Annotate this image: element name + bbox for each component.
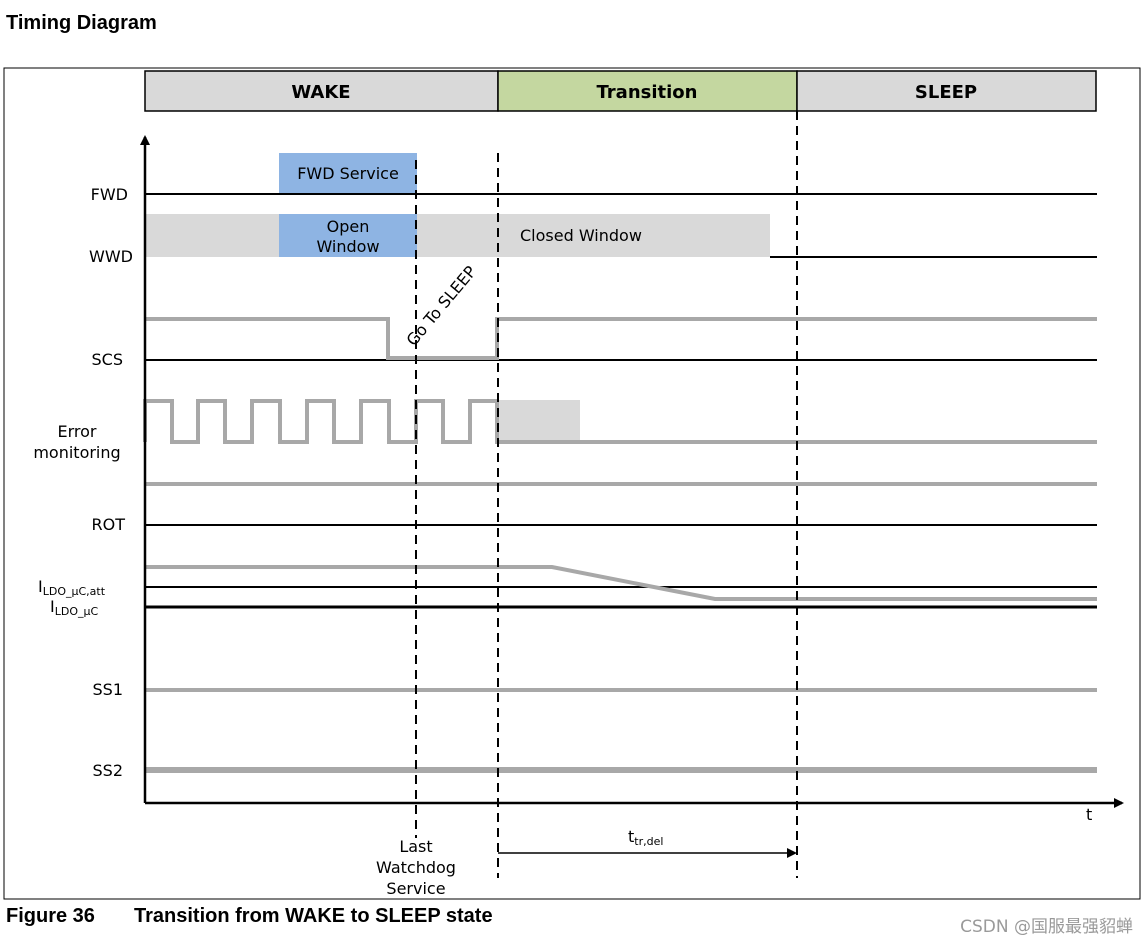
phase-sleep-box [796, 70, 1097, 112]
fwd-label: FWD [91, 185, 128, 204]
error-monitoring-block [498, 400, 580, 442]
last-watchdog-label-line3: Service [386, 879, 445, 898]
last-watchdog-label-line2: Watchdog [376, 858, 456, 877]
fwd-service-box [279, 153, 417, 194]
phase-sleep-label: SLEEP [915, 82, 977, 103]
time-axis-label: t [1086, 805, 1092, 824]
phase-transition-box [497, 70, 798, 112]
phase-transition-label: Transition [597, 82, 698, 103]
error-monitoring-signal [143, 399, 1097, 444]
last-watchdog-label-line1: Last [399, 837, 432, 856]
ss2-label: SS2 [93, 761, 124, 780]
fwd-service-label: FWD Service [297, 164, 399, 183]
figure-caption: Figure 36 Transition from WAKE to SLEEP s… [6, 905, 493, 928]
figure-frame [3, 67, 1141, 900]
wwd-window-band [145, 214, 770, 257]
page-title: Timing Diagram [6, 12, 157, 34]
go-to-sleep-label: Go To SLEEP [403, 262, 481, 350]
figure-number: Figure 36 [6, 905, 95, 927]
ss1-label: SS1 [93, 680, 124, 699]
wwd-label: WWD [89, 247, 133, 266]
t-tr-del-label: ttr,del [628, 827, 663, 848]
open-window-label-line1: Open [327, 217, 370, 236]
ildo-signal [145, 565, 1097, 601]
ildo-att-label: ILDO_µC,att [38, 577, 106, 598]
open-window-box [279, 214, 417, 257]
phase-wake-label: WAKE [291, 82, 350, 103]
watermark: CSDN @国服最强貂蝉 [960, 917, 1133, 937]
closed-window-label: Closed Window [520, 226, 642, 245]
error-label-line2: monitoring [33, 443, 120, 462]
rot-label: ROT [92, 515, 126, 534]
ildo-label: ILDO_µC [50, 597, 98, 618]
scs-label: SCS [92, 350, 123, 369]
figure-title: Transition from WAKE to SLEEP state [134, 905, 493, 927]
error-label-line1: Error [58, 422, 97, 441]
open-window-label-line2: Window [316, 237, 379, 256]
scs-signal [145, 317, 1097, 360]
phase-wake-box [144, 70, 499, 112]
